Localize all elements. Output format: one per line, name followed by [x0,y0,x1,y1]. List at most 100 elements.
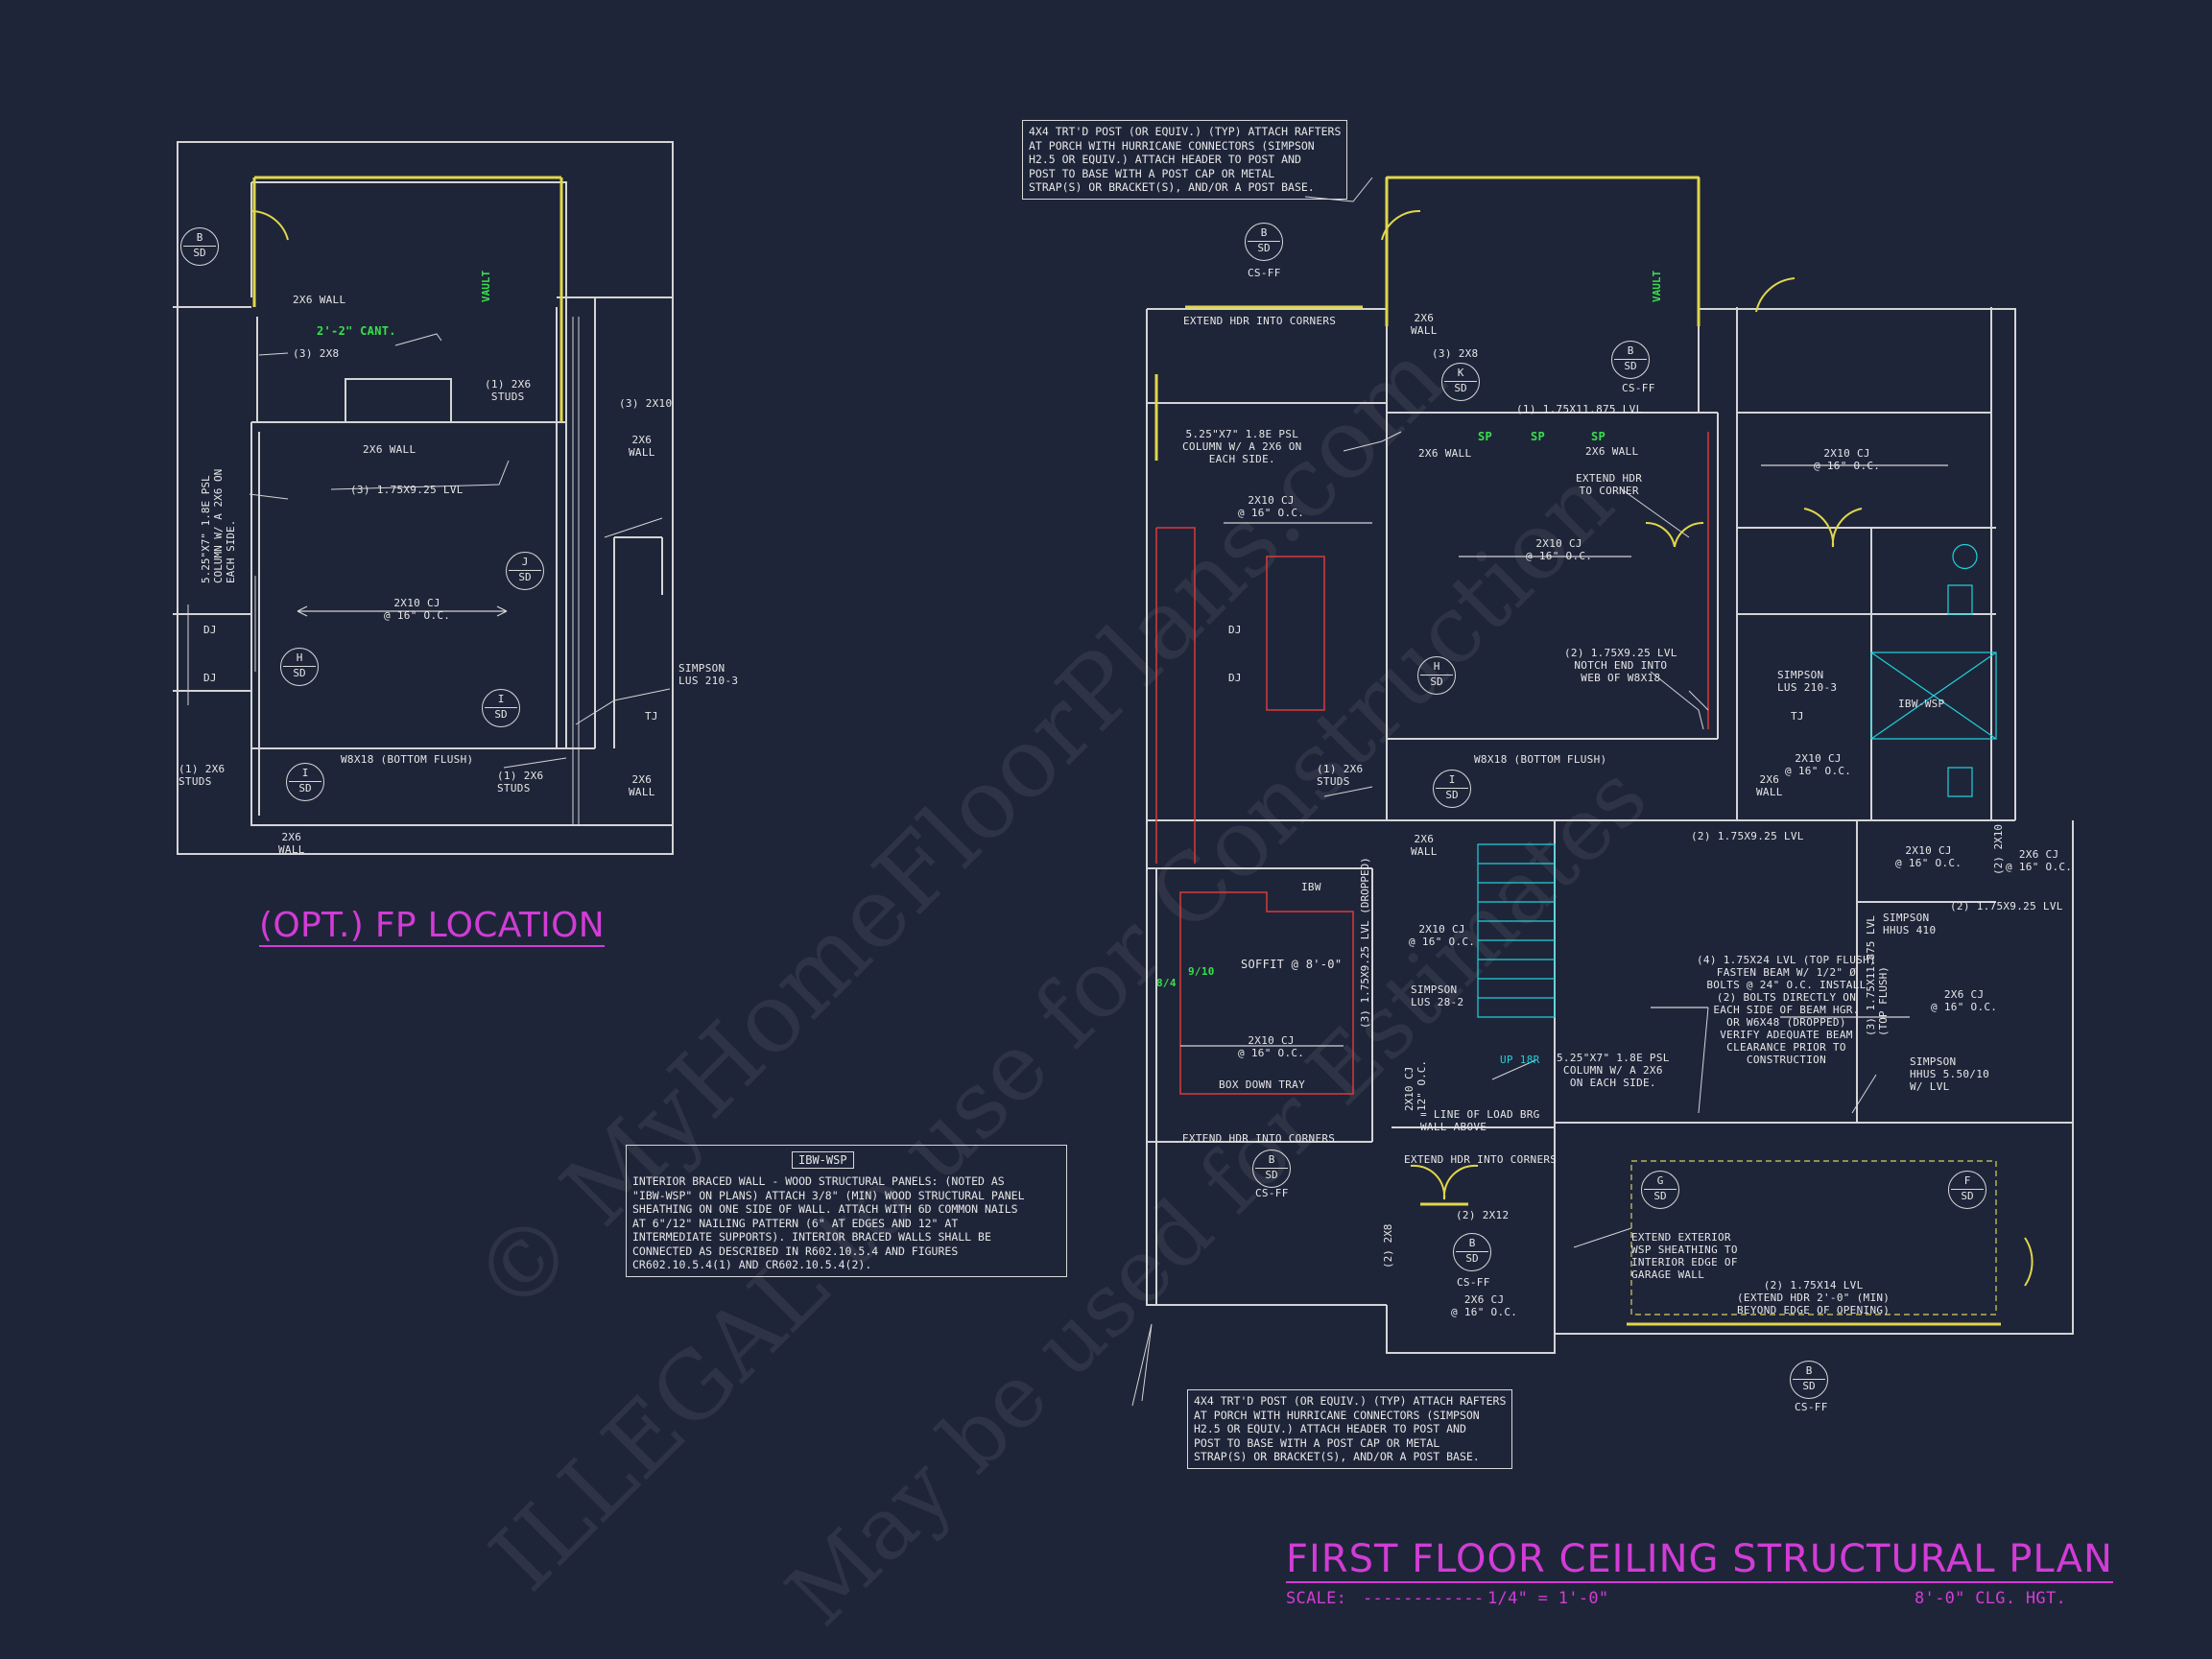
label-left-dj-2: DJ [203,672,217,684]
label-lvl-right: (2) 1.75x9.25 LVL [1950,900,2063,912]
right-plan-yellow-walls [252,176,2001,1326]
label-wall-2x10: (2) 2x10 [1992,824,2005,875]
label-garage-lvl: (2) 1.75x14 LVL (EXTEND HDR 2'-0" (MIN) … [1737,1279,1891,1316]
label-left-tj: TJ [645,710,658,723]
label-lvl-top: (1) 1.75X11.875 LVL [1516,403,1643,415]
label-left-beam: W8X18 (BOTTOM FLUSH) [341,753,474,766]
label-2x12: (2) 2x12 [1456,1209,1510,1221]
label-tj: TJ [1791,710,1804,723]
label-right-vault: VAULT [1651,270,1663,302]
label-left-2x6-wall-bl: 2X6 WALL [278,831,305,856]
label-cj-stair: 2x10 CJ @ 16" O.C. [1409,923,1476,948]
label-studs: (1) 2X6 STUDS [1317,763,1364,788]
label-left-studs-1: (1) 2X6 STUDS [485,378,532,403]
label-left-dj-1: DJ [203,624,217,636]
label-left-cant: 2'-2" CANT. [317,324,396,338]
porch-note-top: 4X4 TRT'D POST (OR EQUIV.) (TYP) ATTACH … [1022,120,1348,200]
right-plan-garage-dashed [1630,1160,1997,1315]
label-cj-small: 2x10 CJ @ 16" O.C. [1785,752,1852,777]
label-3-2x8: (3) 2X8 [1432,347,1479,360]
label-2x6-wall-b: 2X6 WALL [1418,447,1472,460]
label-left-2x6-wall-mid: 2X6 WALL [363,443,416,456]
label-2x6-wall-e: 2X6 WALL [1411,833,1438,858]
label-2x6-wall-a: 2X6 WALL [1411,312,1438,337]
left-plan-cj-arrow [297,605,508,617]
label-cj-bath: 2x10 CJ @ 16" O.C. [1895,844,1962,869]
label-lvl-vert: (3) 1.75x11.875 LVL (TOP FLUSH) [1865,915,1890,1036]
label-left-2x6-wall-right: 2X6 WALL [629,434,655,459]
label-extend-hdr-corner: EXTEND HDR TO CORNER [1576,472,1643,497]
label-sp-1: SP [1478,430,1493,443]
label-simpson-lus282: SIMPSON LUS 28-2 [1411,984,1464,1008]
label-psl-kitchen: 5.25"X7" 1.8E PSL COLUMN W/ A 2X6 ON EAC… [1182,428,1302,465]
label-left-3-2x10: (3) 2X10 [619,397,673,410]
right-plan-interior [1147,307,2073,1305]
label-left-2x6-wall-br: 2X6 WALL [629,773,655,798]
label-extend-hdr-c: EXTEND HDR INTO CORNERS [1404,1153,1558,1166]
ibw-note-body: INTERIOR BRACED WALL - WOOD STRUCTURAL P… [626,1145,1067,1277]
label-cj-kitchen: 2x10 CJ @ 16" O.C. [1238,494,1305,519]
label-lvl-notch: (2) 1.75x9.25 LVL NOTCH END INTO WEB OF … [1564,647,1677,684]
label-extend-hdr: EXTEND HDR INTO CORNERS [1183,315,1337,327]
ceiling-height: 8'-0" CLG. HGT. [1915,1589,2067,1608]
label-hhus410: SIMPSON HHUS 410 [1883,912,1937,936]
label-beam: W8X18 (BOTTOM FLUSH) [1474,753,1607,766]
label-soffit-pitch-b: 9/10 [1188,965,1215,978]
label-cj-dining: 2x10 CJ @ 16" O.C. [1238,1034,1305,1059]
label-ibw-small: IBW [1301,881,1321,893]
label-dj-2: DJ [1228,672,1242,684]
scale-value: 1/4" = 1'-0" [1487,1589,1609,1608]
label-stair-up: UP 18R [1500,1054,1540,1066]
label-sp-2: SP [1531,430,1546,443]
label-left-3-2x8: (3) 2X8 [293,347,340,360]
scale-dashes: ------------ [1363,1589,1485,1608]
label-psl-stair: 5.25"X7" 1.8E PSL COLUMN W/ A 2X6 ON EAC… [1557,1052,1670,1089]
label-cj-right: 2x10 CJ @ 16" O.C. [1814,447,1881,472]
label-load-line: = LINE OF LOAD BRG WALL ABOVE [1420,1108,1540,1133]
label-left-cj: 2x10 CJ @ 16" O.C. [384,597,451,622]
label-cs-ff-garage: CS-FF [1795,1401,1828,1413]
label-box-tray: BOX DOWN TRAY [1219,1078,1305,1091]
left-plan-frame [177,141,674,855]
label-hhus5510: SIMPSON HHUS 5.50/10 W/ LVL [1910,1055,1990,1093]
right-plan-stair [1477,843,1556,1018]
label-soffit-pitch-a: 8/4 [1156,977,1177,989]
right-plan-kitchen [1155,432,1709,1095]
label-soffit: SOFFIT @ 8'-0" [1241,958,1343,971]
label-cs-ff-c: CS-FF [1457,1276,1490,1289]
label-cj-foyer: 2x10 CJ 12" O.C. [1403,1060,1428,1111]
label-left-studs-2: (1) 2X6 STUDS [178,763,226,788]
left-plan-hatch [187,317,580,825]
label-2x6-wall-c: 2X6 WALL [1585,445,1639,458]
left-plan-leaders [249,333,671,769]
label-ibw-wsp: IBW-WSP [1898,698,1945,710]
label-dj-1: DJ [1228,624,1242,636]
label-cj-2x6-right: 2x6 CJ @ 16" O.C. [1931,988,1998,1013]
label-left-studs-3: (1) 2X6 STUDS [497,770,544,794]
left-plan-walls [173,181,672,826]
label-left-psl: 5.25"X7" 1.8E PSL COLUMN W/ A 2X6 ON EAC… [200,468,237,583]
label-sp-3: SP [1591,430,1606,443]
porch-note-bottom: 4X4 TRT'D POST (OR EQUIV.) (TYP) ATTACH … [1187,1389,1513,1469]
label-lvl-dropped: (3) 1.75x9.25 LVL (DROPPED) [1359,857,1371,1029]
right-plan-fixtures [1870,543,1997,797]
label-left-2x6-wall-top: 2X6 WALL [293,294,346,306]
label-left-simpson: SIMPSON LUS 210-3 [678,662,739,687]
scale-label: SCALE: [1286,1589,1347,1608]
label-2x8: (2) 2x8 [1382,1223,1394,1268]
